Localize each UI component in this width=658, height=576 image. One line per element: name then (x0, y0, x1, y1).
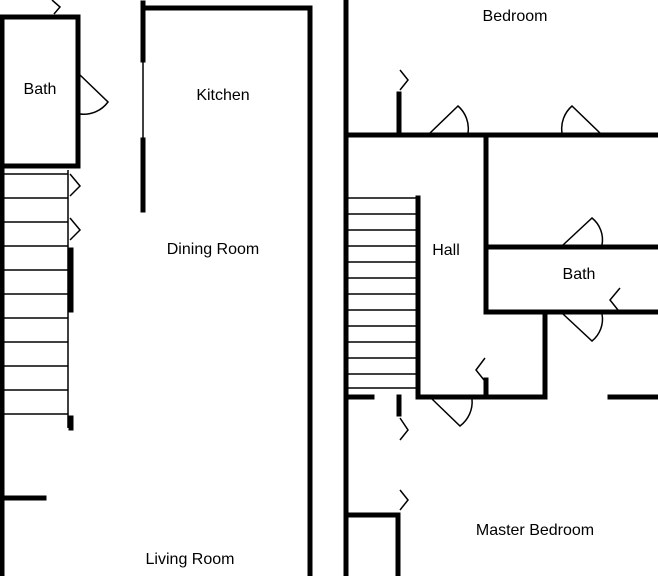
left-unit: Bath Kitchen Dining Room Living Room (0, 0, 313, 576)
bedroom-hall-door-swing-2 (560, 104, 601, 134)
bath-right-door-swing (562, 313, 604, 342)
bath-left-door-swing (79, 74, 109, 115)
closet-door-swing (562, 217, 604, 246)
bedroom-label: Bedroom (483, 8, 548, 25)
kitchen-dining-walls (140, 0, 313, 576)
hall-label: Hall (432, 242, 460, 259)
master-bedroom-entry-door-swing (399, 417, 409, 441)
bedroom-hall-door-swing-1 (429, 104, 470, 134)
right-unit: Bedroom Hall Bath Master Bedroom (343, 0, 658, 576)
dining-room-label: Dining Room (167, 241, 259, 258)
kitchen-label: Kitchen (196, 87, 249, 104)
hall-door-swing (475, 357, 486, 381)
master-closet-walls (343, 512, 401, 576)
master-closet-door-swing (399, 489, 409, 511)
bath-right-walls (483, 132, 658, 315)
bath-right-label: Bath (563, 266, 596, 283)
stair-door-swing-1 (69, 173, 82, 197)
living-room-label: Living Room (146, 551, 235, 568)
top-left-door-swing (51, 0, 62, 15)
stair-door-swing-2 (69, 217, 82, 241)
bedroom-door-swing (399, 69, 409, 91)
master-bedroom-door-swing (431, 398, 473, 427)
staircase-right (348, 197, 416, 389)
bath-right-entry-door-swing (609, 287, 621, 311)
bath-left-walls (0, 14, 81, 576)
bath-left-label: Bath (24, 81, 57, 98)
master-bedroom-label: Master Bedroom (476, 522, 594, 539)
hall-walls (343, 195, 658, 417)
staircase-left (2, 170, 69, 428)
